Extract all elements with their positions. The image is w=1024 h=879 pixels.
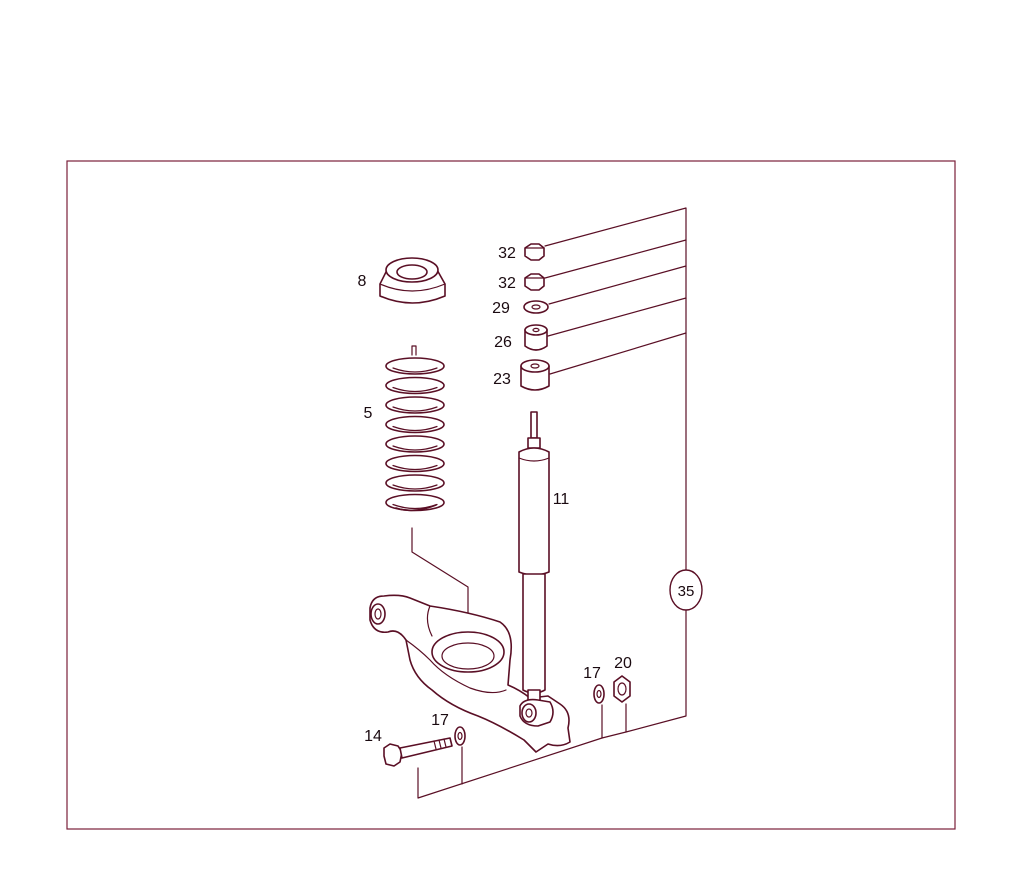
label-11: 11: [553, 491, 570, 508]
kit-35-callout: 35: [669, 569, 703, 611]
label-17-left: 17: [431, 712, 449, 729]
label-14: 14: [364, 728, 382, 745]
spring-coil-turn: [385, 474, 445, 492]
spring-seat-part-8: [379, 257, 446, 304]
rubber-mount-part-26: [524, 324, 548, 351]
washer-part-29: [523, 300, 549, 314]
spring-coil-turn: [385, 454, 445, 473]
label-32-upper: 32: [498, 245, 516, 262]
spring-coil-turn: [385, 396, 445, 414]
label-17-right: 17: [583, 665, 601, 682]
spring-coil-turn: [385, 357, 445, 375]
washer-part-17-right: [593, 684, 605, 704]
label-20: 20: [614, 655, 632, 672]
washer-part-17-left: [454, 726, 466, 746]
spring-coil-inner: [392, 406, 438, 412]
label-26: 26: [494, 334, 512, 351]
label-8: 8: [358, 273, 367, 290]
nut-part-20: [613, 675, 631, 703]
nut-part-32-upper: [524, 243, 545, 261]
spring-coil-inner: [392, 425, 438, 432]
label-35: 35: [678, 583, 695, 600]
kit-35-leader-lines: [417, 207, 687, 799]
spring-coil-inner: [392, 464, 438, 471]
label-23: 23: [493, 371, 511, 388]
spring-coil-turn: [385, 415, 445, 434]
spring-coil-inner: [392, 484, 438, 490]
shock-absorber-part-11: [518, 411, 554, 727]
label-29: 29: [492, 300, 510, 317]
rubber-mount-part-23: [520, 359, 550, 391]
label-32-lower: 32: [498, 275, 516, 292]
spring-coil-inner: [392, 445, 438, 451]
spring-coil-turn: [385, 435, 445, 453]
spring-coil-inner: [392, 367, 438, 373]
coil-spring-part-5: [385, 345, 445, 512]
label-5: 5: [364, 405, 373, 422]
nut-part-32-lower: [524, 273, 545, 291]
spring-coil-turn: [385, 376, 445, 395]
diagram-frame: [66, 160, 956, 830]
bolt-part-14: [383, 737, 453, 767]
spring-coil-inner: [392, 386, 438, 393]
